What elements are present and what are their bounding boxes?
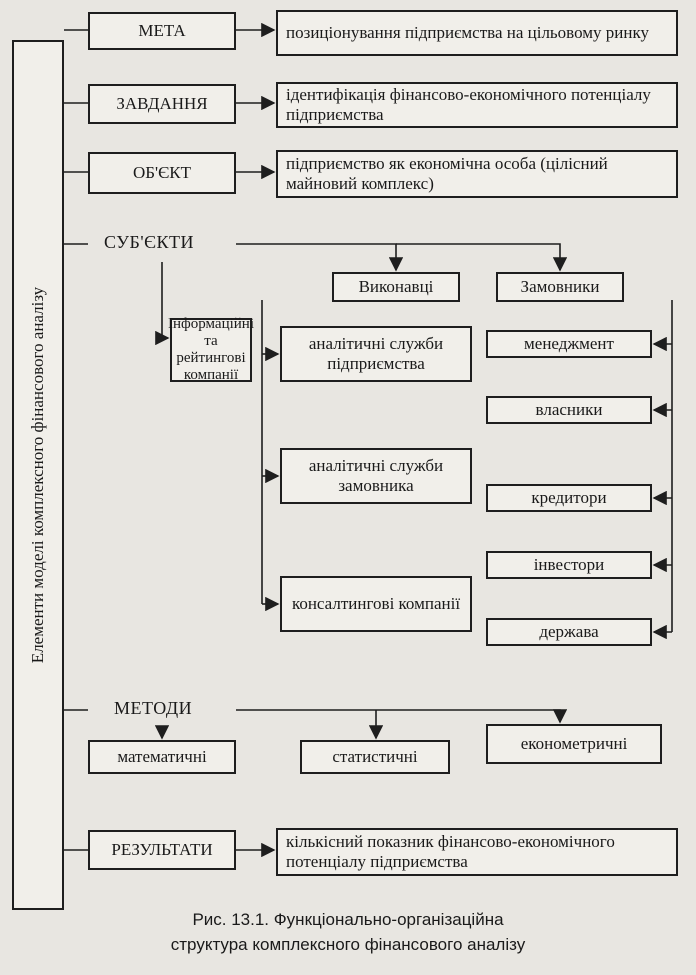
executor-enterprise: аналітичні служби підприємства — [280, 326, 472, 382]
executor-consulting: консалтингові компанії — [280, 576, 472, 632]
tasks-description: ідентифікація фінансово-економічного пот… — [276, 82, 678, 128]
customer-owners: власники — [486, 396, 652, 424]
category-tasks: ЗАВДАННЯ — [88, 84, 236, 124]
executor-customer: аналітичні служби замовника — [280, 448, 472, 504]
arrow-rating — [155, 262, 170, 346]
caption-line1: Рис. 13.1. Функціонально-організаційна — [192, 910, 504, 929]
executors-header: Виконавці — [332, 272, 460, 302]
customer-investors: інвестори — [486, 551, 652, 579]
goal-description: позиціонування підприємства на цільовому… — [276, 10, 678, 56]
category-subjects: СУБ'ЄКТИ — [104, 232, 194, 252]
caption-line2: структура комплексного фінансового аналі… — [170, 935, 526, 954]
method-statistical: статистичні — [300, 740, 450, 774]
object-description: підприємство як економічна особа (цілісн… — [276, 150, 678, 198]
category-results: РЕЗУЛЬТАТИ — [88, 830, 236, 870]
category-goal: МЕТА — [88, 12, 236, 50]
category-methods: МЕТОДИ — [114, 698, 193, 718]
side-label-box: Елементи моделі комплексного фінансового… — [12, 40, 64, 910]
category-object: ОБ'ЄКТ — [88, 152, 236, 194]
rating-companies-box: Інформаційні та рейтингові компанії — [168, 315, 254, 384]
customer-state: держава — [486, 618, 652, 646]
customer-creditors: кредитори — [486, 484, 652, 512]
side-label: Елементи моделі комплексного фінансового… — [28, 286, 47, 664]
arrow-executors — [236, 243, 404, 272]
arrow-customers — [396, 243, 568, 272]
arrow-econometric — [236, 709, 568, 724]
results-description: кількісний показник фінансово-економічно… — [276, 828, 678, 876]
customers-header: Замовники — [496, 272, 624, 302]
customer-management: менеджмент — [486, 330, 652, 358]
method-econometric: економетричні — [486, 724, 662, 764]
method-math: математичні — [88, 740, 236, 774]
